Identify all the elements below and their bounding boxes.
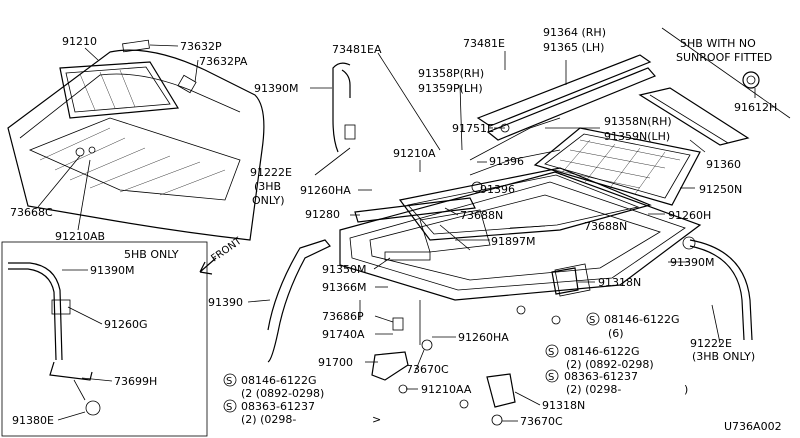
label-08363-a-close: ) (684, 383, 688, 396)
label-91210A: 91210A (393, 147, 436, 160)
label-91358P: 91358P(RH) (418, 67, 484, 80)
label-91210AB: 91210AB (55, 230, 105, 243)
label-08363-a: 08363-61237 (564, 370, 638, 383)
label-08363-bl: 08363-61237 (241, 400, 315, 413)
label-91365: 91365 (LH) (543, 41, 604, 54)
label-91396-a: 91396 (489, 155, 524, 168)
guide-rails (332, 54, 657, 193)
label-91350M: 91350M (322, 263, 366, 276)
label-91390M-top: 91390M (254, 82, 298, 95)
label-73699H: 73699H (114, 375, 157, 388)
label-91366M: 91366M (322, 281, 366, 294)
label-08363-a-qty: (2) (0298- (566, 383, 621, 396)
label-73632PA: 73632PA (199, 55, 248, 68)
label-08146-bl: 08146-6122G (241, 374, 316, 387)
label-73686P: 73686P (322, 310, 364, 323)
label-73481E: 73481E (463, 37, 505, 50)
front-label: FRONT (209, 235, 244, 264)
bottom-hardware (267, 236, 753, 426)
label-91700: 91700 (318, 356, 353, 369)
label-91260H: 91260H (668, 209, 711, 222)
label-91260HA-top: 91260HA (300, 184, 351, 197)
sunroof-frame (339, 167, 702, 345)
label-91612H: 91612H (734, 101, 777, 114)
label-73688N-a: 73688N (460, 209, 503, 222)
roof-panel (7, 39, 265, 241)
label-73668C: 73668C (10, 206, 53, 219)
label-91360: 91360 (706, 158, 741, 171)
label-08146-bl-qty: (2 (0892-0298) (241, 387, 324, 400)
s-mark-3: S (548, 372, 554, 383)
label-91260G: 91260G (104, 318, 148, 331)
label-91318N-a: 91318N (598, 276, 641, 289)
label-91359N: 91359N(LH) (604, 130, 670, 143)
label-91740A: 91740A (322, 328, 365, 341)
label-3hb-left-1: (3HB (254, 180, 281, 193)
label-08146-2: 08146-6122G (564, 345, 639, 358)
label-5hb-no-sunroof-1: 5HB WITH NO (680, 37, 756, 50)
label-91280: 91280 (305, 208, 340, 221)
label-73632P: 73632P (180, 40, 222, 53)
label-91250N: 91250N (699, 183, 742, 196)
label-91318N-b: 91318N (542, 399, 585, 412)
label-3hb-right: (3HB ONLY) (692, 350, 755, 363)
label-91222E-right: 91222E (690, 337, 732, 350)
label-08363-bl-qty: (2) (0298- (241, 413, 296, 426)
leader-lines (37, 44, 756, 422)
label-91260HA-bottom: 91260HA (458, 331, 509, 344)
label-91380E: 91380E (12, 414, 54, 427)
label-91396-b: 91396 (480, 183, 515, 196)
label-91897M: 91897M (491, 235, 535, 248)
label-91210: 91210 (62, 35, 97, 48)
label-73481EA: 73481EA (332, 43, 382, 56)
diagram-code: U736A002 (724, 420, 782, 433)
label-73688N-b: 73688N (584, 220, 627, 233)
label-91390M-right: 91390M (670, 256, 714, 269)
label-91358N: 91358N(RH) (604, 115, 672, 128)
glass-panel (533, 127, 701, 206)
label-73670C-b: 73670C (520, 415, 563, 428)
label-91751E: 91751E (452, 122, 494, 135)
label-08146-6: 08146-6122G (604, 313, 679, 326)
s-mark-5: S (226, 402, 232, 413)
label-91390M-inset: 91390M (90, 264, 134, 277)
part-labels: 91210 73632P 73632PA 73481EA 73481E 9136… (10, 26, 782, 433)
s-mark-1: S (589, 315, 595, 326)
label-3hb-left-2: ONLY) (252, 194, 285, 207)
inset-5hb-only (1, 241, 208, 437)
label-91364: 91364 (RH) (543, 26, 606, 39)
label-91359P: 91359P(LH) (418, 82, 483, 95)
s-mark-4: S (226, 376, 232, 387)
sunshade-bar (638, 87, 750, 146)
label-5hb-only: 5HB ONLY (124, 248, 179, 261)
label-08146-2-qty: (2) (0892-0298) (566, 358, 654, 371)
label-08363-bl-close: > (372, 413, 381, 426)
label-91210AA: 91210AA (421, 383, 472, 396)
label-73670C-a: 73670C (406, 363, 449, 376)
label-08146-6-qty: (6) (608, 327, 624, 340)
label-91390: 91390 (208, 296, 243, 309)
inset-no-sunroof (661, 27, 791, 119)
label-91222E-left: 91222E (250, 166, 292, 179)
label-5hb-no-sunroof-2: SUNROOF FITTED (676, 51, 772, 64)
s-mark-2: S (548, 347, 554, 358)
